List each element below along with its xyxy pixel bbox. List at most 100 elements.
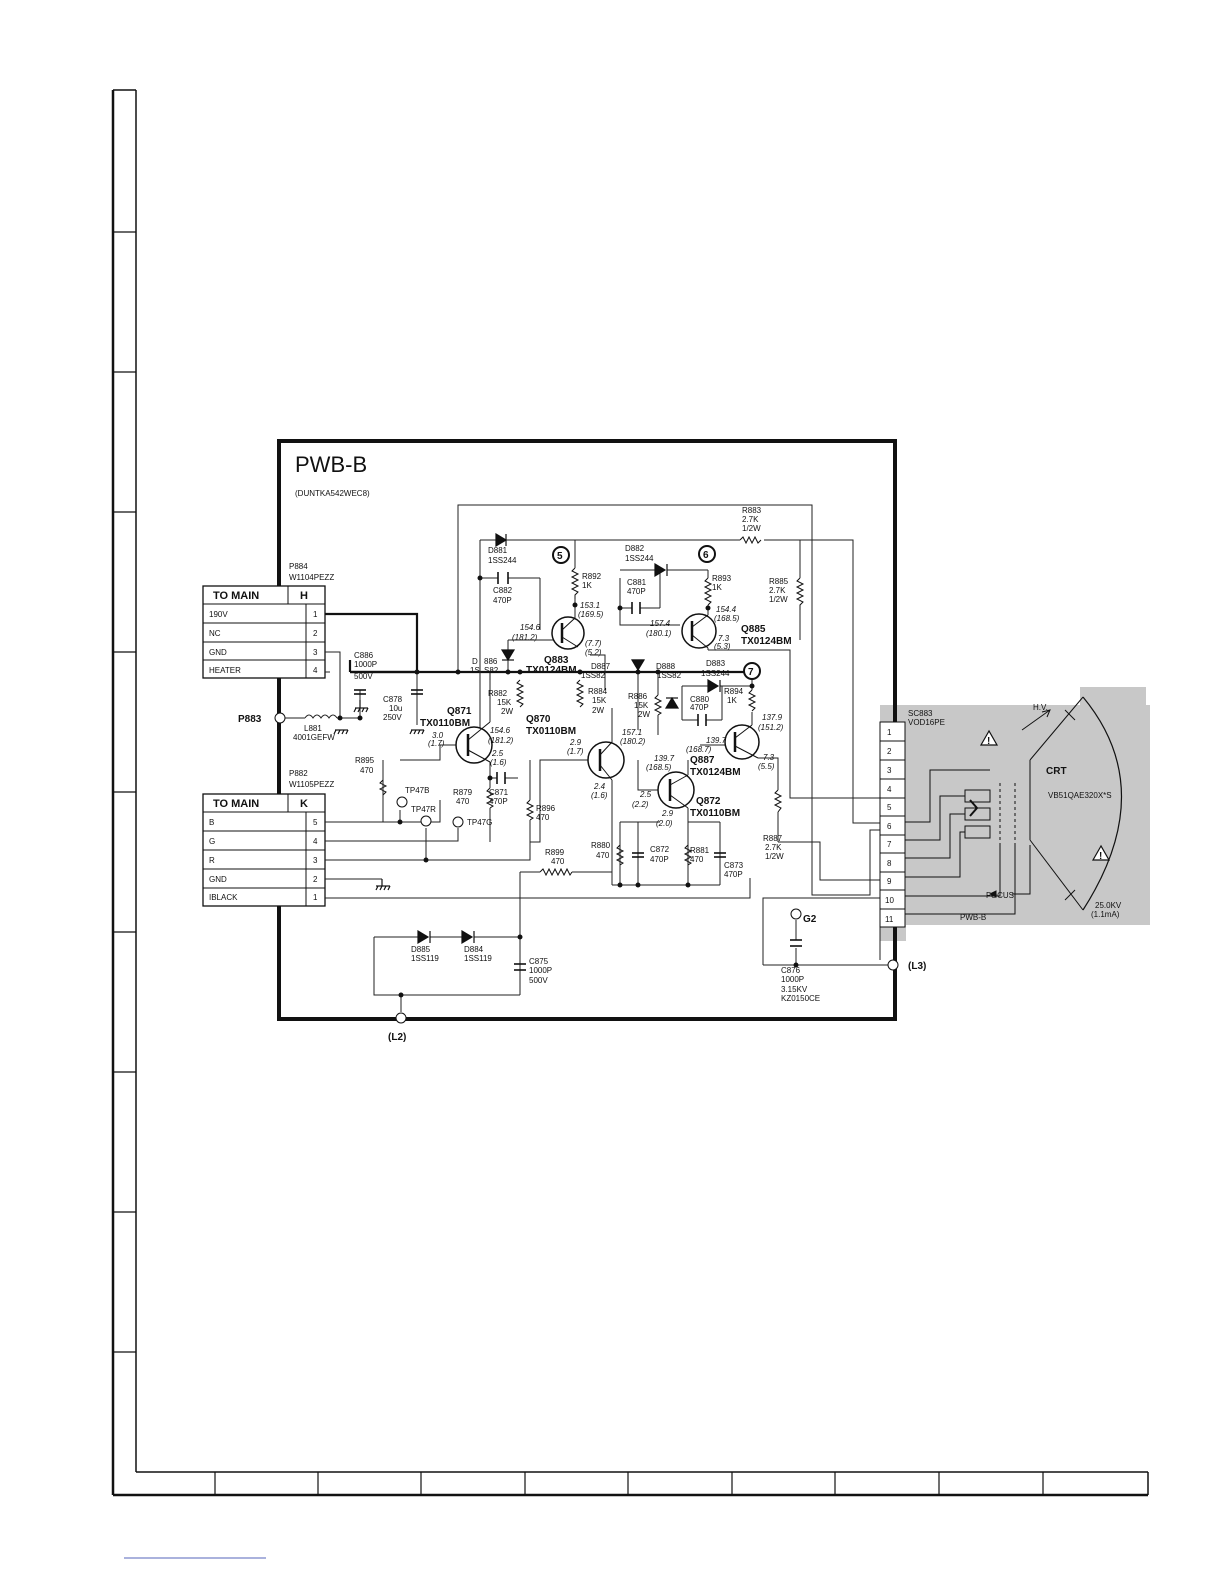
svg-text:1K: 1K <box>712 583 722 592</box>
svg-text:470P: 470P <box>650 855 669 864</box>
svg-text:5: 5 <box>313 818 318 827</box>
svg-text:HEATER: HEATER <box>209 666 241 675</box>
marker-l3: (L3) <box>887 959 926 972</box>
svg-text:D: D <box>472 657 478 666</box>
svg-text:470P: 470P <box>724 870 743 879</box>
svg-text:D882: D882 <box>625 544 645 553</box>
svg-text:(1.7): (1.7) <box>567 747 584 756</box>
transistor-q885 <box>681 613 717 649</box>
svg-text:10: 10 <box>885 896 894 905</box>
svg-text:R885: R885 <box>769 577 789 586</box>
svg-text:TO MAIN: TO MAIN <box>213 590 259 602</box>
svg-text:H: H <box>300 590 308 602</box>
svg-text:2.7K: 2.7K <box>765 843 782 852</box>
board-outline <box>277 439 897 1021</box>
svg-text:470P: 470P <box>489 797 508 806</box>
svg-text:1SS119: 1SS119 <box>464 954 492 963</box>
svg-text:R884: R884 <box>588 687 608 696</box>
svg-text:H.V.: H.V. <box>1033 703 1048 712</box>
page-frame <box>111 89 1149 1559</box>
svg-text:TX0110BM: TX0110BM <box>690 808 740 819</box>
svg-text:C876: C876 <box>781 966 801 975</box>
warning-icon: ! <box>987 736 990 747</box>
svg-text:R895: R895 <box>355 756 375 765</box>
svg-text:470P: 470P <box>627 587 646 596</box>
svg-text:Q883: Q883 <box>544 655 569 666</box>
svg-text:TX0124BM: TX0124BM <box>526 665 577 676</box>
svg-text:7.3: 7.3 <box>718 634 730 643</box>
svg-text:1SS244: 1SS244 <box>625 554 654 563</box>
svg-text:4: 4 <box>313 666 318 675</box>
svg-text:470: 470 <box>690 855 704 864</box>
svg-text:TX0124BM: TX0124BM <box>741 636 792 647</box>
board-part-number: (DUNTKA542WEC8) <box>295 489 370 498</box>
socket-sc883: SC883 VOD16PE 1 2 3 4 5 6 7 8 9 10 11 PW… <box>879 709 986 928</box>
svg-text:154.4: 154.4 <box>716 605 737 614</box>
svg-text:500V: 500V <box>354 672 373 681</box>
svg-text:470P: 470P <box>493 596 512 605</box>
svg-text:GND: GND <box>209 875 227 884</box>
svg-text:5: 5 <box>887 803 892 812</box>
crt-labels: H.V. CRT VB51QAE320X*S FOCUS 25.0KV (1.1… <box>986 703 1122 919</box>
svg-text:137.9: 137.9 <box>762 713 783 722</box>
svg-text:2.9: 2.9 <box>661 809 674 818</box>
svg-text:157.1: 157.1 <box>622 728 642 737</box>
svg-text:3.15KV: 3.15KV <box>781 985 808 994</box>
svg-text:5: 5 <box>557 551 563 562</box>
transistor-q872 <box>657 771 695 809</box>
svg-text:3: 3 <box>887 766 892 775</box>
component-labels: R883 2.7K 1/2W D881 1SS244 C882 470P D88… <box>354 506 820 1003</box>
svg-text:1/2W: 1/2W <box>742 524 761 533</box>
svg-text:PWB-B: PWB-B <box>960 913 986 922</box>
svg-text:P883: P883 <box>238 714 262 725</box>
svg-text:1SS244: 1SS244 <box>701 669 730 678</box>
svg-text:154.6: 154.6 <box>520 623 541 632</box>
svg-text:Q870: Q870 <box>526 714 551 725</box>
svg-text:(1.6): (1.6) <box>591 791 608 800</box>
transistor-q870 <box>587 741 625 781</box>
svg-text:R881: R881 <box>690 846 710 855</box>
svg-text:(5.3): (5.3) <box>714 642 731 651</box>
svg-text:R883: R883 <box>742 506 762 515</box>
transistor-q883 <box>551 616 585 650</box>
svg-text:2W: 2W <box>592 706 604 715</box>
svg-text:3.0: 3.0 <box>432 731 444 740</box>
connector-p882: P882 W1105PEZZ TO MAIN K B 5 G 4 R 3 GND… <box>202 769 334 907</box>
svg-text:11: 11 <box>885 915 894 924</box>
svg-text:IBLACK: IBLACK <box>209 893 238 902</box>
board-title: PWB-B <box>295 452 367 477</box>
diodes <box>417 532 721 945</box>
svg-text:GND: GND <box>209 648 227 657</box>
svg-text:470: 470 <box>456 797 470 806</box>
svg-text:C871: C871 <box>489 788 509 797</box>
svg-text:SC883: SC883 <box>908 709 933 718</box>
svg-text:470: 470 <box>360 766 374 775</box>
svg-text:R892: R892 <box>582 572 602 581</box>
svg-text:8: 8 <box>887 859 892 868</box>
svg-text:B: B <box>209 818 214 827</box>
svg-text:(5.2): (5.2) <box>585 648 602 657</box>
svg-text:(181.2): (181.2) <box>512 633 538 642</box>
crt-tube <box>905 696 1123 915</box>
svg-text:1S: 1S <box>470 666 480 675</box>
svg-text:C882: C882 <box>493 586 513 595</box>
svg-text:1: 1 <box>887 728 892 737</box>
svg-text:470P: 470P <box>690 703 709 712</box>
svg-text:2.4: 2.4 <box>593 782 606 791</box>
svg-text:1SS244: 1SS244 <box>488 556 517 565</box>
svg-text:1000P: 1000P <box>529 966 552 975</box>
svg-text:2: 2 <box>313 629 318 638</box>
transistor-labels: 154.6 (181.2) 153.1 (169.5) (7.7) (5.2) … <box>420 601 792 828</box>
svg-text:(151.2): (151.2) <box>758 723 784 732</box>
svg-text:(5.5): (5.5) <box>758 762 775 771</box>
svg-text:1: 1 <box>313 610 318 619</box>
transistor-q871 <box>455 721 493 764</box>
svg-text:L881: L881 <box>304 724 322 733</box>
svg-text:500V: 500V <box>529 976 548 985</box>
svg-text:R: R <box>209 856 215 865</box>
svg-text:P884: P884 <box>289 562 308 571</box>
svg-text:2W: 2W <box>501 707 513 716</box>
svg-text:2.5: 2.5 <box>491 749 504 758</box>
svg-text:TX0110BM: TX0110BM <box>420 718 470 729</box>
svg-text:1: 1 <box>313 893 318 902</box>
